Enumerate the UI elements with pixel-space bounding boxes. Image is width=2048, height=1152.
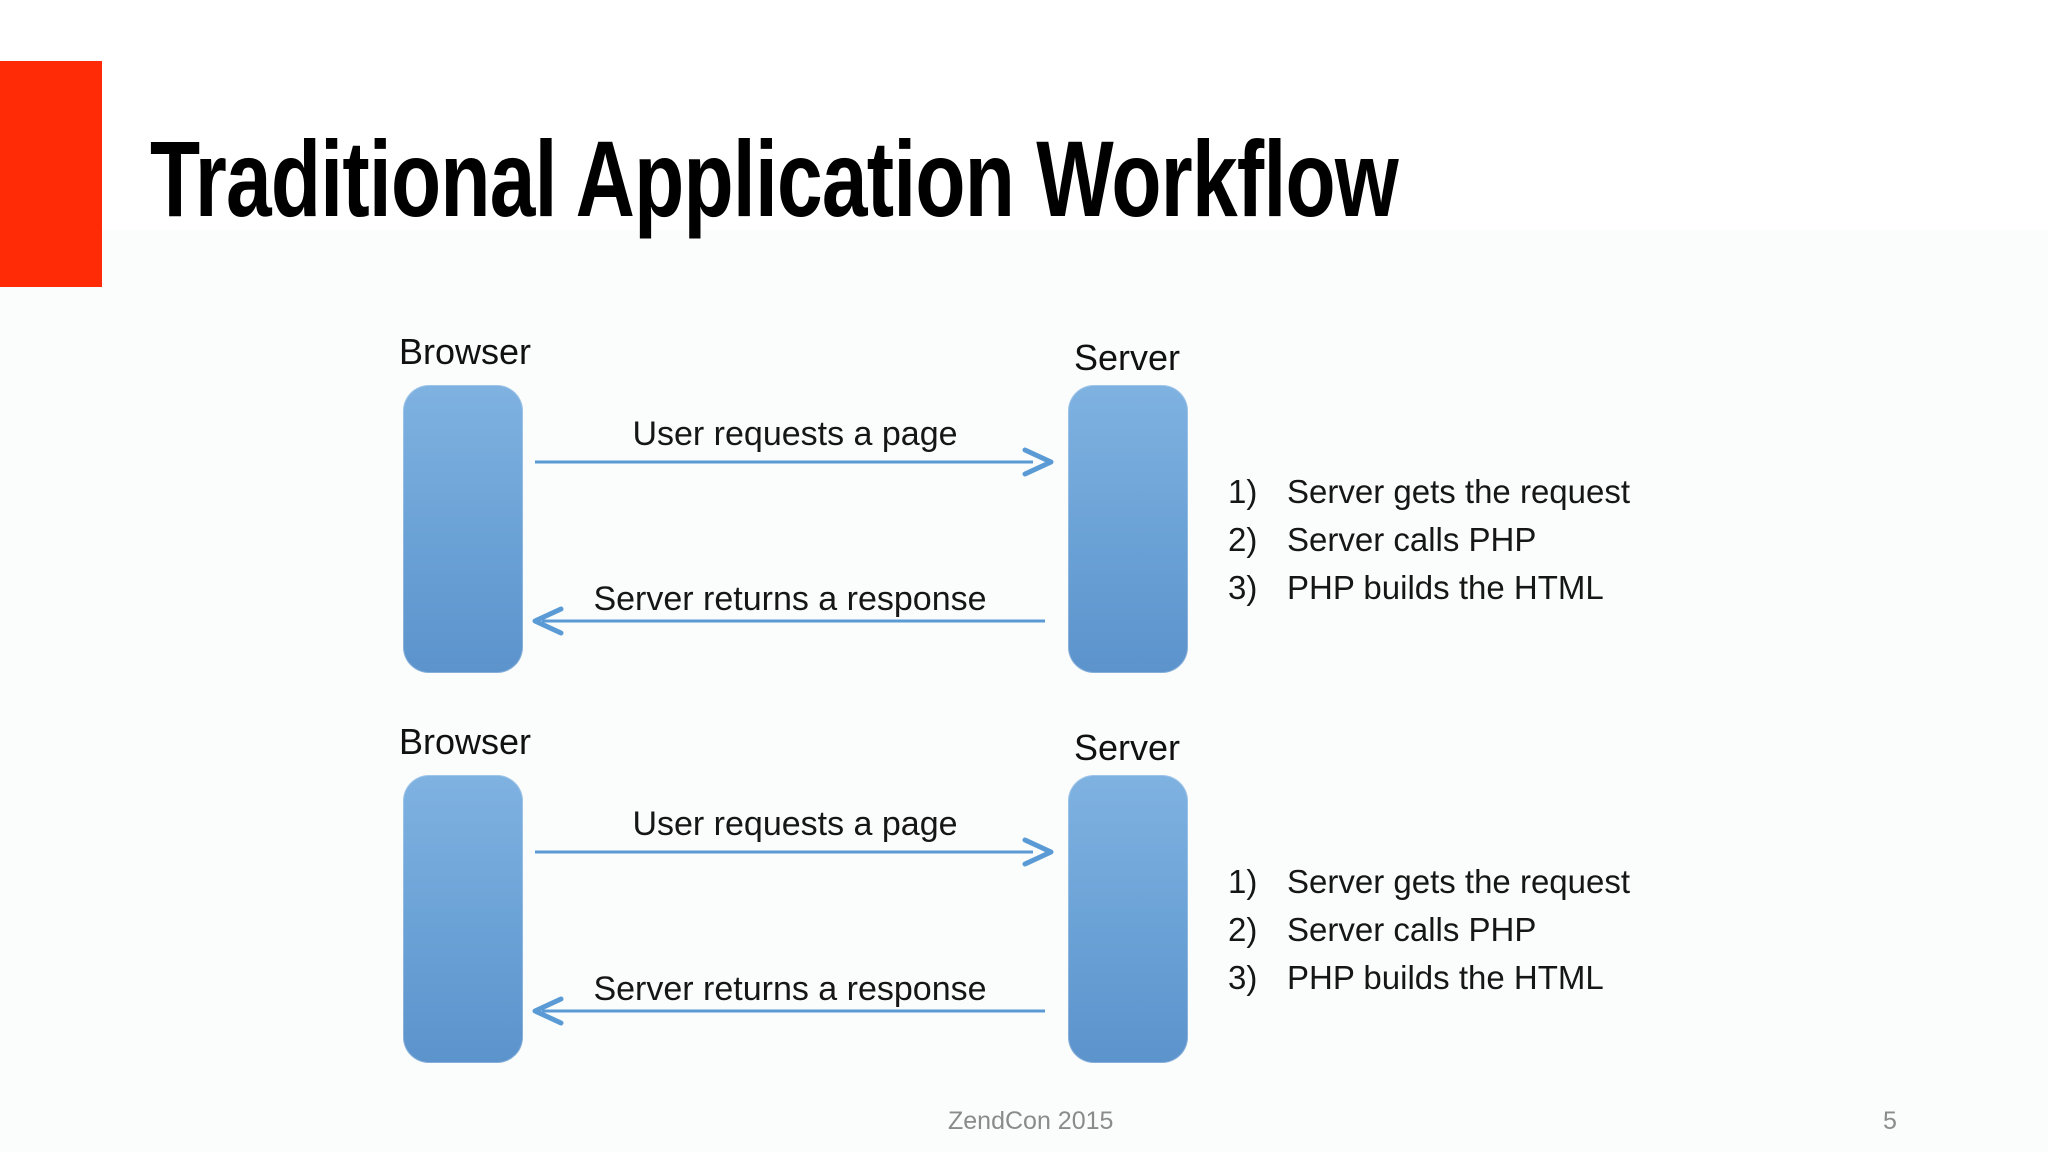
list-item: 2) Server calls PHP <box>1228 516 1630 564</box>
step-number: 1) <box>1228 473 1258 510</box>
step-text: PHP builds the HTML <box>1287 569 1604 606</box>
response-arrow-icon <box>532 996 1045 1026</box>
request-arrow-label: User requests a page <box>632 805 958 843</box>
server-node <box>1068 385 1188 673</box>
request-arrow-icon <box>535 447 1054 477</box>
list-item: 3) PHP builds the HTML <box>1228 564 1630 612</box>
workflow-diagram-2: Browser Server User requests a page Serv… <box>0 720 2048 1086</box>
browser-node <box>403 385 523 673</box>
step-number: 2) <box>1228 521 1258 558</box>
response-arrow-icon <box>532 606 1045 636</box>
step-text: Server calls PHP <box>1287 911 1537 948</box>
request-arrow-icon <box>535 837 1054 867</box>
request-arrow-label: User requests a page <box>632 415 958 453</box>
browser-label: Browser <box>398 331 532 372</box>
brand-red-block <box>0 61 102 287</box>
server-node <box>1068 775 1188 1063</box>
server-steps-list: 1) Server gets the request 2) Server calls… <box>1228 468 1630 612</box>
step-number: 3) <box>1228 959 1258 996</box>
step-text: PHP builds the HTML <box>1287 959 1604 996</box>
workflow-diagram-1: Browser Server User requests a page Serv… <box>0 330 2048 696</box>
step-text: Server gets the request <box>1287 473 1631 510</box>
content-background-band <box>0 230 2048 1152</box>
step-number: 3) <box>1228 569 1258 606</box>
slide-title: Traditional Application Workflow <box>150 118 1399 239</box>
page-number: 5 <box>1883 1107 1897 1135</box>
list-item: 1) Server gets the request <box>1228 858 1630 906</box>
response-arrow-label: Server returns a response <box>593 580 987 618</box>
server-label: Server <box>1073 337 1181 378</box>
list-item: 1) Server gets the request <box>1228 468 1630 516</box>
footer-conference-label: ZendCon 2015 <box>948 1107 1114 1135</box>
browser-node <box>403 775 523 1063</box>
server-steps-list: 1) Server gets the request 2) Server calls… <box>1228 858 1630 1002</box>
list-item: 2) Server calls PHP <box>1228 906 1630 954</box>
list-item: 3) PHP builds the HTML <box>1228 954 1630 1002</box>
response-arrow-label: Server returns a response <box>593 970 987 1008</box>
step-number: 1) <box>1228 863 1258 900</box>
server-label: Server <box>1073 727 1181 768</box>
browser-label: Browser <box>398 721 532 762</box>
step-number: 2) <box>1228 911 1258 948</box>
step-text: Server gets the request <box>1287 863 1631 900</box>
step-text: Server calls PHP <box>1287 521 1537 558</box>
